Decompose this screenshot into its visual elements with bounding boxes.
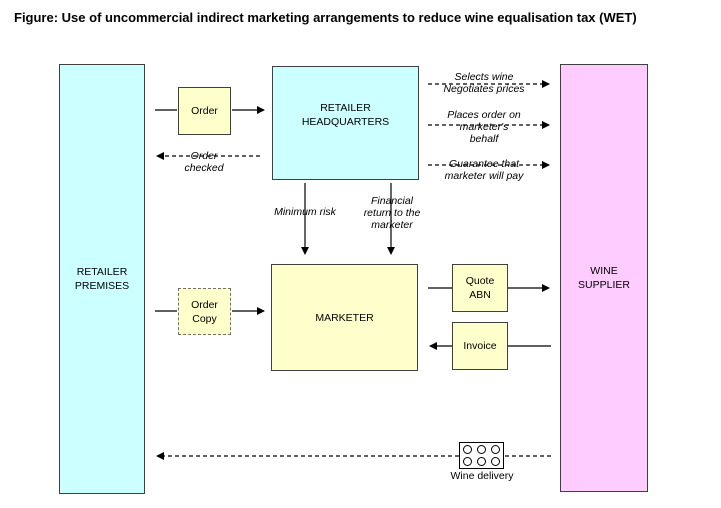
invoice-box: Invoice: [452, 322, 508, 370]
label-selects-wine: Selects wine Negotiates prices: [443, 71, 525, 95]
wine-supplier-line2: SUPPLIER: [578, 279, 630, 291]
label-guarantee: Guarantee that marketer will pay: [444, 158, 524, 182]
label-financial-return: Financial return to the marketer: [363, 195, 421, 231]
retailer-premises-line2: PREMISES: [74, 280, 130, 292]
marketer-box: MARKETER: [271, 264, 418, 371]
order-copy-box: Order Copy: [178, 288, 231, 335]
order-box: Order: [178, 87, 231, 135]
wine-supplier-box: WINE SUPPLIER: [560, 64, 648, 492]
marketer-label: MARKETER: [315, 311, 374, 324]
figure-title: Figure: Use of uncommercial indirect mar…: [14, 10, 637, 25]
retailer-headquarters-box: RETAILER HEADQUARTERS: [272, 66, 419, 180]
label-places-order: Places order on marketer's behalf: [447, 109, 521, 145]
retailer-premises-box: RETAILER PREMISES: [59, 64, 145, 494]
retailer-hq-line2: HEADQUARTERS: [301, 116, 390, 128]
quote-abn-box: Quote ABN: [452, 264, 508, 312]
retailer-premises-line1: RETAILER: [76, 266, 128, 278]
wine-supplier-line1: WINE: [590, 265, 618, 277]
label-minimum-risk: Minimum risk: [274, 206, 336, 218]
quote-abn-line1: Quote: [465, 275, 495, 287]
label-wine-delivery: Wine delivery: [450, 470, 514, 482]
order-copy-line2: Copy: [192, 312, 217, 325]
retailer-hq-line1: RETAILER: [320, 102, 371, 114]
order-copy-line1: Order: [191, 298, 218, 311]
label-order-checked: Order checked: [184, 150, 224, 174]
order-label: Order: [191, 105, 218, 117]
invoice-label: Invoice: [463, 340, 497, 352]
wine-crate-icon: [459, 442, 504, 469]
quote-abn-line2: ABN: [469, 289, 491, 301]
